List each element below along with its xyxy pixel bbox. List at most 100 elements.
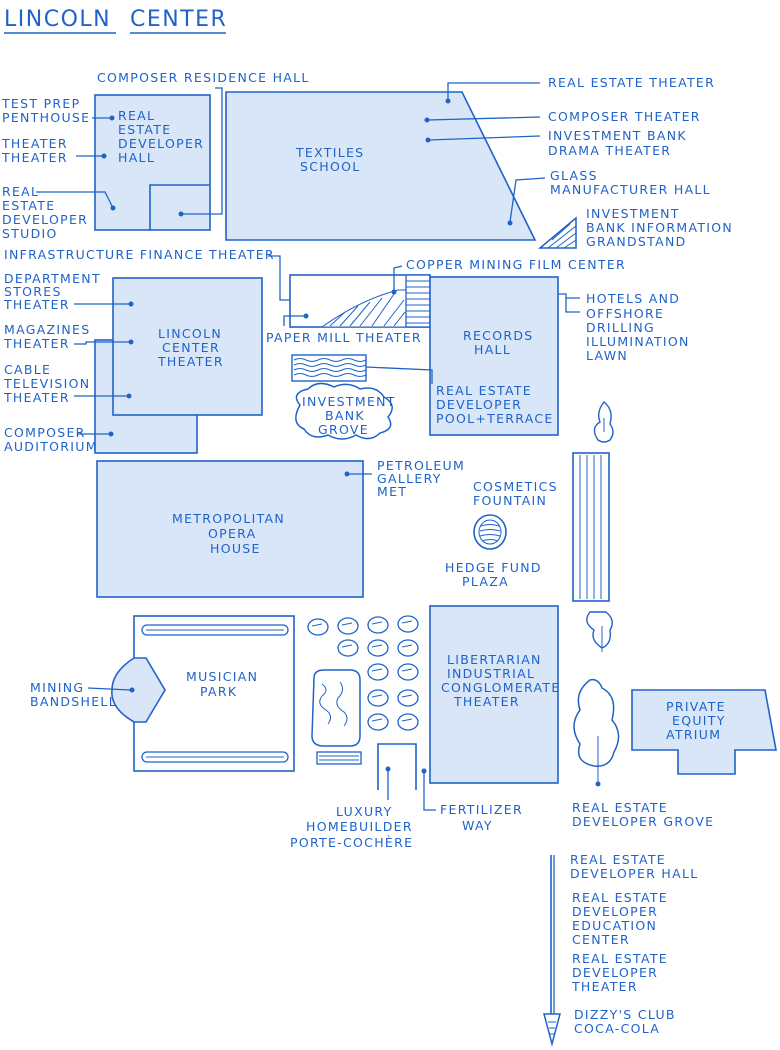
pe-atrium-line2: EQUITY xyxy=(672,713,726,728)
pe-atrium-line3: ATRIUM xyxy=(666,727,721,742)
composer-aud-label-2: AUDITORIUM xyxy=(4,439,98,454)
grandstand-label-1: INVESTMENT xyxy=(586,206,680,221)
cosmetics-label-2: FOUNTAIN xyxy=(473,493,547,508)
met-opera-line2: OPERA xyxy=(208,526,257,541)
composer-aud-label-1: COMPOSER xyxy=(4,425,86,440)
bandshell-label-2: BANDSHELL xyxy=(30,694,117,709)
investment-bank-grove[interactable]: INVESTMENT BANK GROVE xyxy=(295,382,396,440)
re-theater-2: DEVELOPER xyxy=(572,965,658,980)
real-estate-theater-label: REAL ESTATE THEATER xyxy=(548,75,715,90)
lct-line2: CENTER xyxy=(162,340,220,355)
glass-label-2: MANUFACTURER HALL xyxy=(550,182,711,197)
mining-bandshell[interactable] xyxy=(111,657,166,723)
bandshell-label-1: MINING xyxy=(30,680,84,695)
met-opera-line1: METROPOLITAN xyxy=(172,511,285,526)
textiles-school[interactable]: TEXTILES SCHOOL xyxy=(225,91,537,241)
re-developer-hall-line2: ESTATE xyxy=(118,122,171,137)
magazines-label-1: MAGAZINES xyxy=(4,322,91,337)
real-estate-developer-grove[interactable] xyxy=(573,678,620,782)
hotels-label-2: OFFSHORE xyxy=(586,306,664,321)
composer-residence-hall-label: COMPOSER RESIDENCE HALL xyxy=(97,70,310,85)
dept-stores-label-3: THEATER xyxy=(3,297,70,312)
pe-atrium-line1: PRIVATE xyxy=(666,699,726,714)
re-studio-label-1: REAL xyxy=(2,184,39,199)
dept-stores-label-1: DEPARTMENT xyxy=(4,271,101,286)
cable-label-1: CABLE xyxy=(4,362,51,377)
re-theater-1: REAL ESTATE xyxy=(572,951,668,966)
striped-lawn xyxy=(572,452,610,602)
glass-label-1: GLASS xyxy=(550,168,598,183)
magazines-label-2: THEATER xyxy=(3,336,70,351)
ib-grove-line2: BANK xyxy=(325,408,365,423)
plaza-trees xyxy=(307,615,419,731)
dept-stores-label-2: STORES xyxy=(4,284,62,299)
records-hall[interactable]: RECORDS HALL xyxy=(429,276,559,436)
hotels-label-5: LAWN xyxy=(586,348,628,363)
cosmetics-label-1: COSMETICS xyxy=(473,479,558,494)
re-theater-3: THEATER xyxy=(571,979,638,994)
re-studio-label-3: DEVELOPER xyxy=(2,212,88,227)
textiles-school-line1: TEXTILES xyxy=(295,145,364,160)
re-studio-label-4: STUDIO xyxy=(2,226,58,241)
dizzys-1: DIZZY'S CLUB xyxy=(574,1007,676,1022)
ib-grove-line1: INVESTMENT xyxy=(302,394,396,409)
libertarian-line4: THEATER xyxy=(453,694,520,709)
ib-drama-label-2: DRAMA THEATER xyxy=(548,143,671,158)
cable-label-3: THEATER xyxy=(3,390,70,405)
re-grove-label-2: DEVELOPER GROVE xyxy=(572,814,714,829)
luxury-label-2: HOMEBUILDER xyxy=(306,819,413,834)
cosmetics-fountain[interactable] xyxy=(473,514,507,550)
theater-theater-label-2: THEATER xyxy=(1,150,68,165)
luxury-label-1: LUXURY xyxy=(336,804,393,819)
real-estate-developer-pool[interactable] xyxy=(291,354,367,382)
hotels-label-4: ILLUMINATION xyxy=(586,334,690,349)
met-opera-line3: HOUSE xyxy=(210,541,261,556)
ib-grove-line3: GROVE xyxy=(318,422,369,437)
map-title-line2: CENTER xyxy=(130,7,227,32)
grandstand-label-3: GRANDSTAND xyxy=(586,234,687,249)
private-equity-atrium[interactable]: PRIVATE EQUITY ATRIUM xyxy=(631,689,777,775)
re-developer-hall-line4: HALL xyxy=(118,150,155,165)
re-developer-hall-line3: DEVELOPER xyxy=(118,136,204,151)
petroleum-label-1: PETROLEUM xyxy=(377,458,465,473)
re-education-2: DEVELOPER xyxy=(572,904,658,919)
lct-line1: LINCOLN xyxy=(158,326,222,341)
south-path-arrow xyxy=(543,855,561,1047)
metropolitan-opera-house[interactable]: METROPOLITAN OPERA HOUSE xyxy=(96,460,364,598)
re-education-3: EDUCATION xyxy=(572,918,657,933)
hotels-label-3: DRILLING xyxy=(586,320,655,335)
infrastructure-finance-label: INFRASTRUCTURE FINANCE THEATER xyxy=(4,247,275,262)
petroleum-label-3: MET xyxy=(377,484,407,499)
textiles-school-line2: SCHOOL xyxy=(300,159,361,174)
copper-mining-film-center[interactable] xyxy=(289,274,431,328)
fertilizer-label-1: FERTILIZER xyxy=(440,802,523,817)
re-studio-label-2: ESTATE xyxy=(2,198,55,213)
composer-theater-label: COMPOSER THEATER xyxy=(548,109,701,124)
libertarian-industrial-theater[interactable]: LIBERTARIAN INDUSTRIAL CONGLOMERATE THEA… xyxy=(429,605,561,784)
ib-drama-label-1: INVESTMENT BANK xyxy=(548,128,687,143)
luxury-porte-cochere[interactable] xyxy=(316,751,362,765)
cable-label-2: TELEVISION xyxy=(3,376,90,391)
copper-mining-label: COPPER MINING FILM CENTER xyxy=(406,257,626,272)
tree-small-1 xyxy=(593,401,614,443)
re-pool-label-3: POOL+TERRACE xyxy=(436,411,554,426)
libertarian-line3: CONGLOMERATE xyxy=(441,680,561,695)
tree-small-2 xyxy=(586,611,613,652)
re-pool-label-2: DEVELOPER xyxy=(436,397,522,412)
dizzys-2: COCA-COLA xyxy=(574,1021,660,1036)
luxury-label-3: PORTE-COCHÈRE xyxy=(290,835,413,850)
re-hall-south-1: REAL ESTATE xyxy=(570,852,666,867)
grove-block xyxy=(311,669,361,747)
lincoln-center-theater[interactable]: LINCOLN CENTER THEATER xyxy=(112,277,263,416)
investment-bank-info-grandstand[interactable] xyxy=(537,216,577,249)
musician-park-line1: MUSICIAN xyxy=(186,669,258,684)
libertarian-line2: INDUSTRIAL xyxy=(447,666,535,681)
theater-theater-label-1: THEATER xyxy=(1,136,68,151)
re-grove-label-1: REAL ESTATE xyxy=(572,800,668,815)
fertilizer-label-2: WAY xyxy=(462,818,493,833)
re-hall-south-2: DEVELOPER HALL xyxy=(570,866,699,881)
re-education-1: REAL ESTATE xyxy=(572,890,668,905)
petroleum-label-2: GALLERY xyxy=(377,471,442,486)
